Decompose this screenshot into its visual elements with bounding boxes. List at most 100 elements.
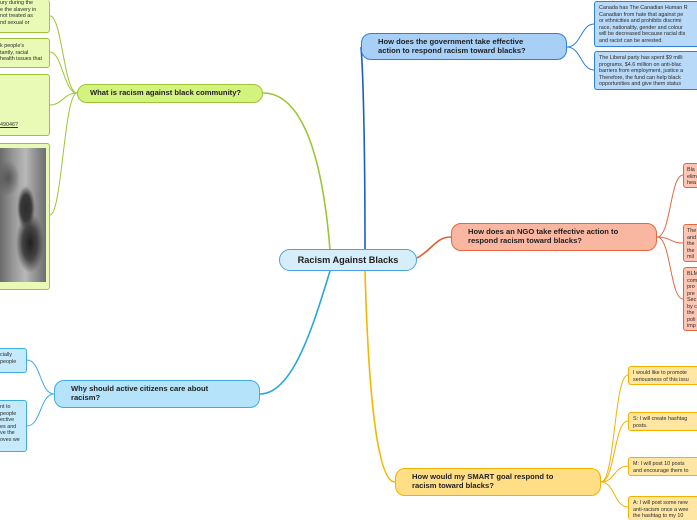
topic-label: How does the government take effective	[378, 36, 524, 46]
subtopic-text-line: ective	[0, 417, 15, 423]
central-topic-label: Racism Against Blacks	[297, 255, 399, 265]
connector-why-child	[26, 393, 55, 427]
connector-what	[262, 92, 331, 251]
subtopic-text-line: tantly, racial	[0, 49, 29, 56]
central-topic[interactable]: Racism Against Blacks	[279, 249, 417, 271]
subtopic-text-line: pro	[687, 284, 695, 290]
subtopic-text-line: health issues that	[0, 56, 42, 62]
subtopic-text-line: A: I will post some new	[633, 500, 688, 506]
connector-ngo-child	[656, 236, 684, 300]
subtopic-why-2[interactable]: nt to people ective es and ve the oves w…	[0, 400, 27, 452]
subtopic-text-line: race, nationality, gender and colour	[599, 24, 683, 31]
connector-government-child	[566, 46, 595, 71]
subtopic-text-line: Canadian from hate that against pe	[599, 11, 684, 18]
subtopic-smart-1[interactable]: I would like to promote seriousness of t…	[628, 366, 697, 385]
connector-smart-child	[600, 481, 629, 508]
subtopic-text-line: people	[0, 410, 17, 417]
photo-image	[0, 148, 46, 282]
topic-why-care[interactable]: Why should active citizens care about ra…	[54, 380, 260, 408]
subtopic-link[interactable]: 49046?	[0, 122, 18, 128]
subtopic-text-line: and encourage them to	[633, 467, 689, 474]
subtopic-text-line: the	[687, 241, 695, 247]
subtopic-text-line: k people's	[0, 43, 25, 49]
subtopic-government-2[interactable]: The Liberal party has spent $9 milli pro…	[594, 51, 697, 90]
topic-label: Why should active citizens care about	[71, 384, 209, 394]
subtopic-text-line: will be decreased because racial dis	[599, 31, 686, 37]
subtopic-text-line: S: I will create hashtag	[633, 416, 688, 422]
subtopic-text-line: ve the	[0, 430, 15, 436]
connector-smart-child	[600, 465, 629, 483]
topic-government-action[interactable]: How does the government take effective a…	[361, 33, 567, 60]
subtopic-text-line: pre	[687, 290, 695, 297]
subtopic-text-line: Bla	[687, 167, 695, 173]
topic-ngo-action[interactable]: How does an NGO take effective action to…	[451, 223, 657, 251]
subtopic-what-image[interactable]	[0, 143, 50, 290]
subtopic-text-line: Therefore, the fund can help black	[599, 74, 681, 81]
connector-what-child	[49, 92, 78, 216]
topic-what-is-racism[interactable]: What is racism against black community?	[77, 84, 263, 103]
connector-what-child	[49, 92, 78, 106]
topic-label: What is racism against black community?	[90, 88, 242, 98]
subtopic-text-line: nt to	[0, 404, 11, 410]
topic-label: How does an NGO take effective action to	[468, 227, 619, 237]
subtopic-text-line: es and	[0, 423, 17, 430]
subtopic-ngo-1[interactable]: Bla elim hea	[683, 163, 697, 188]
subtopic-text-line: people	[0, 358, 17, 365]
connector-why-child	[26, 359, 55, 395]
connector-smart-child	[600, 374, 629, 483]
subtopic-text-line: the hashtag to my 10	[633, 513, 684, 519]
subtopic-text-line: Sec	[687, 297, 697, 303]
connector-why	[259, 270, 331, 395]
subtopic-text-line: nd sexual or	[0, 19, 30, 26]
subtopic-text-line: elim	[687, 173, 697, 180]
topic-label: racism toward blacks?	[412, 481, 494, 490]
subtopic-text-line: programs, $4.6 million on anti-blac	[599, 61, 682, 68]
subtopic-ngo-3[interactable]: BLM com pro pre Sec by c the poli imp	[683, 267, 697, 331]
topic-smart-goal[interactable]: How would my SMART goal respond to racis…	[395, 468, 601, 496]
subtopic-why-1[interactable]: cially people	[0, 348, 27, 373]
subtopic-text-line: seriousness of this issu	[633, 376, 689, 383]
subtopic-text-line: The	[687, 228, 697, 234]
subtopic-what-2[interactable]: k people's tantly, racial health issues …	[0, 38, 50, 68]
subtopic-text-line: not treated as	[0, 13, 33, 19]
subtopic-text-line: opportunities and give them status	[599, 81, 682, 87]
topic-label: respond racism toward blacks?	[468, 236, 582, 245]
subtopic-government-1[interactable]: Canada has The Canadian Human R Canadian…	[594, 1, 697, 47]
subtopic-text-line: e the slavery in	[0, 6, 37, 13]
connector-government	[360, 46, 366, 250]
subtopic-text-line: anti-racism once a wee	[633, 506, 689, 513]
subtopic-text-line: BLM	[687, 271, 697, 277]
subtopic-smart-specific[interactable]: S: I will create hashtag posts.	[628, 412, 697, 431]
subtopic-text-line: I would like to promote	[633, 370, 687, 376]
connector-ngo	[416, 236, 452, 259]
subtopic-text-line: imp	[687, 323, 696, 329]
subtopic-smart-achievable[interactable]: A: I will post some new anti-racism once…	[628, 496, 697, 520]
subtopic-text-line: Canada has The Canadian Human R	[599, 5, 688, 11]
subtopic-text-line: posts.	[633, 422, 648, 429]
connector-ngo-child	[656, 174, 684, 238]
subtopic-text-line: the	[687, 310, 695, 316]
subtopic-text-line: by c	[687, 303, 697, 310]
subtopic-text-line: oves we	[0, 436, 20, 443]
subtopic-ngo-2[interactable]: The and the the mil	[683, 224, 697, 262]
subtopic-text-line: M: I will post 10 posts	[633, 461, 685, 467]
subtopic-what-3[interactable]: 49046?	[0, 74, 50, 136]
subtopic-text-line: com	[687, 277, 697, 284]
subtopic-what-1[interactable]: ury during the e the slavery in not trea…	[0, 0, 50, 33]
connector-what-child	[49, 15, 78, 94]
connector-smart	[364, 270, 396, 483]
subtopic-text-line: ury during the	[0, 0, 33, 6]
subtopic-text-line: cially	[0, 352, 12, 358]
subtopic-text-line: the	[687, 247, 695, 254]
subtopic-text-line: or ethnicities and prohibits discrimi	[599, 18, 682, 24]
topic-label: racism?	[71, 393, 101, 402]
subtopic-text-line: and	[687, 234, 696, 241]
connector-smart-child	[600, 420, 629, 483]
connector-what-child	[49, 51, 78, 94]
topic-label: How would my SMART goal respond to	[412, 472, 554, 482]
subtopic-text-line: poli	[687, 316, 696, 323]
subtopic-text-line: and racist can be arrested.	[599, 37, 663, 44]
subtopic-smart-measurable[interactable]: M: I will post 10 posts and encourage th…	[628, 457, 697, 476]
